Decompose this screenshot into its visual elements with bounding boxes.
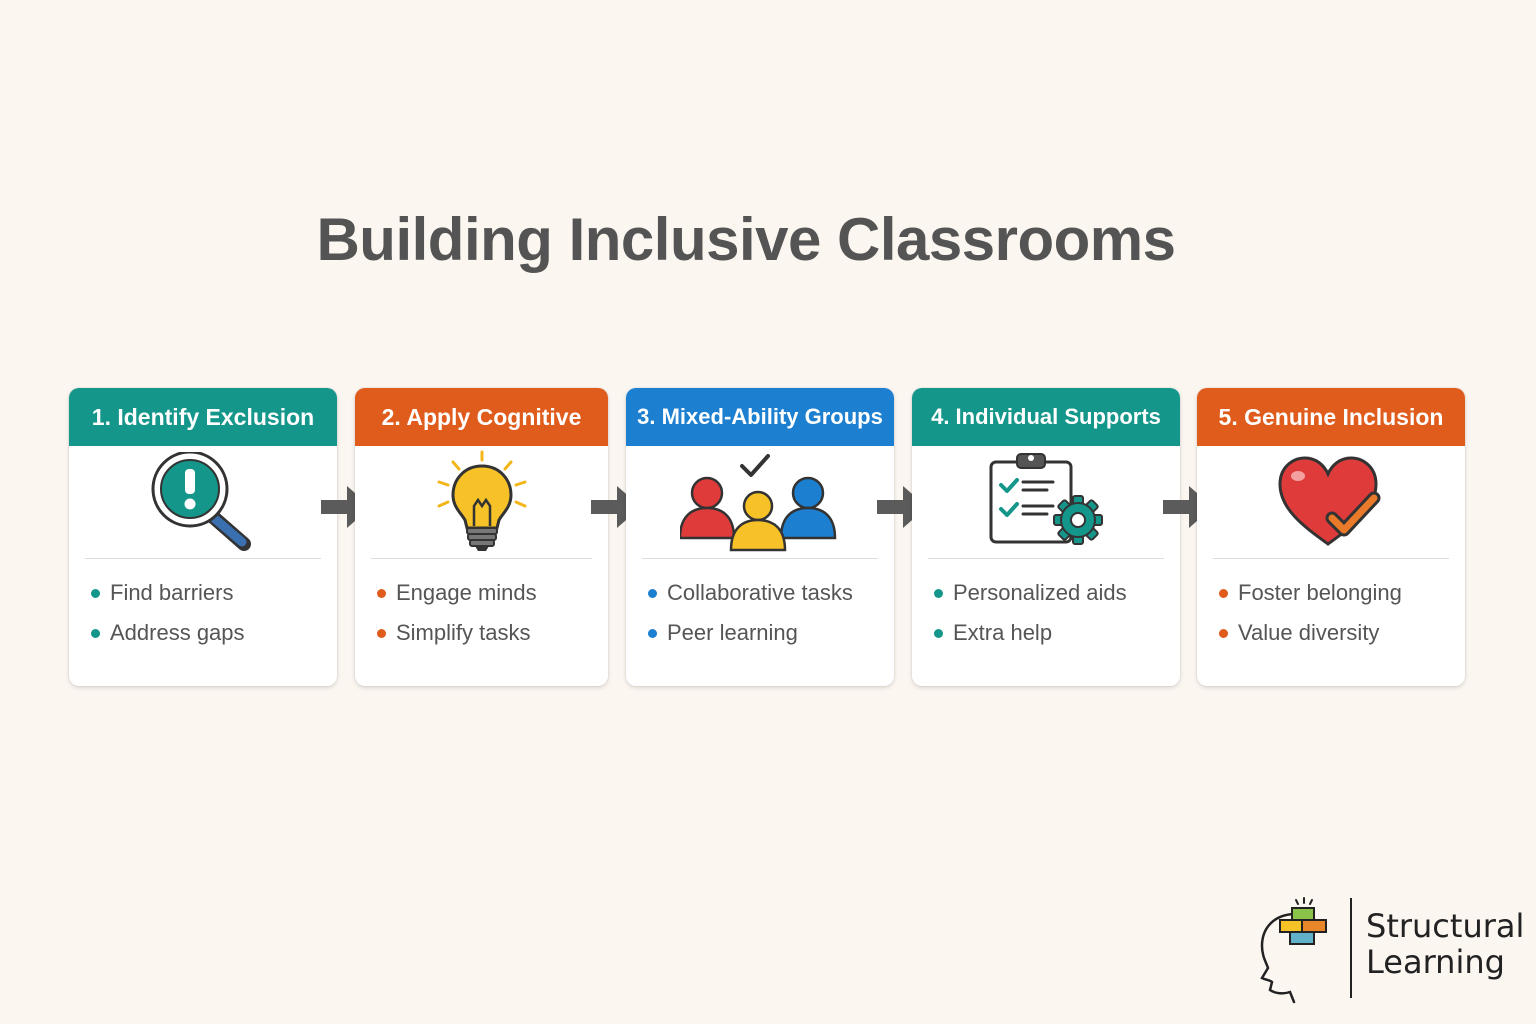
list-item-text: Find barriers (110, 580, 234, 605)
step-card-mixed-ability-groups: 3. Mixed-Ability Groups Collaborative ta… (626, 388, 894, 686)
step-card-apply-cognitive: 2. Apply Cognitive Engage minds Simplify… (355, 388, 608, 686)
list-item-text: Collaborative tasks (667, 580, 853, 605)
list-item-text: Engage minds (396, 580, 537, 605)
step-card-individual-supports: 4. Individual Supports (912, 388, 1180, 686)
bullet (648, 588, 657, 598)
list-item: Value diversity (1219, 613, 1465, 653)
checklist-gear-icon (989, 453, 1103, 545)
head-puzzle-logo-icon (1260, 897, 1327, 1004)
list-item: Engage minds (377, 573, 608, 613)
step-header: 1. Identify Exclusion (69, 388, 337, 446)
card-divider (1213, 558, 1449, 559)
bullet (1219, 588, 1228, 598)
step-header: 3. Mixed-Ability Groups (626, 388, 894, 446)
list-item: Extra help (934, 613, 1180, 653)
bullet (1219, 628, 1228, 638)
logo-divider (1350, 898, 1352, 998)
logo-wordmark: Structural Learning (1366, 908, 1524, 980)
bullet (91, 588, 100, 598)
list-item-text: Value diversity (1238, 620, 1380, 645)
logo-line-2: Learning (1366, 943, 1505, 981)
bullet (648, 628, 657, 638)
page-title: Building Inclusive Classrooms (316, 206, 1176, 273)
group-people-icon (680, 454, 837, 552)
bullet (377, 588, 386, 598)
list-item: Address gaps (91, 613, 337, 653)
step-card-identify-exclusion: 1. Identify Exclusion Find barriers Addr… (69, 388, 337, 686)
list-item-text: Extra help (953, 620, 1053, 645)
list-item: Find barriers (91, 573, 337, 613)
card-divider (371, 558, 592, 559)
lightbulb-icon (437, 450, 526, 551)
list-item-text: Simplify tasks (396, 620, 531, 645)
card-divider (642, 558, 878, 559)
list-item: Foster belonging (1219, 573, 1465, 613)
brand-logo: Structural Learning (1256, 894, 1524, 1004)
card-divider (85, 558, 321, 559)
list-item: Personalized aids (934, 573, 1180, 613)
list-item-text: Address gaps (110, 620, 245, 645)
list-item-text: Foster belonging (1238, 580, 1402, 605)
bullet (934, 628, 943, 638)
list-item: Simplify tasks (377, 613, 608, 653)
bullet (934, 588, 943, 598)
step-card-genuine-inclusion: 5. Genuine Inclusion Foster belonging Va… (1197, 388, 1465, 686)
list-item: Peer learning (648, 613, 894, 653)
step-header: 5. Genuine Inclusion (1197, 388, 1465, 446)
list-item-text: Personalized aids (953, 580, 1127, 605)
step-header: 4. Individual Supports (912, 388, 1180, 446)
bullet (91, 628, 100, 638)
bullet (377, 628, 386, 638)
card-divider (928, 558, 1164, 559)
magnifier-exclamation-icon (151, 452, 251, 551)
list-item-text: Peer learning (667, 620, 798, 645)
list-item: Collaborative tasks (648, 573, 894, 613)
heart-check-icon (1278, 456, 1381, 546)
step-header: 2. Apply Cognitive (355, 388, 608, 446)
logo-line-1: Structural (1366, 907, 1525, 945)
